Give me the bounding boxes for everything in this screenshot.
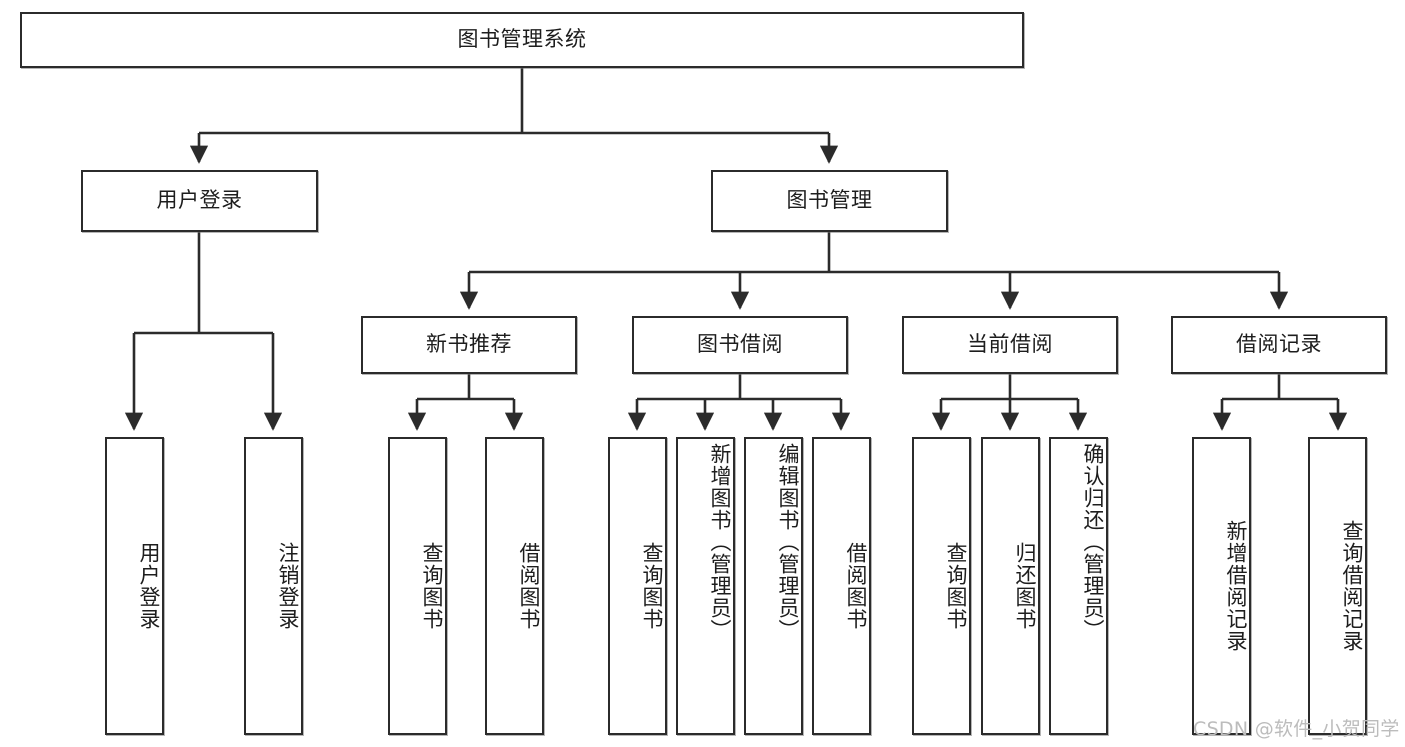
node-leaf-user-login-label: 用户登录 [137, 542, 161, 630]
node-leaf-query-book-3[interactable]: 查询图书 [912, 437, 971, 735]
node-leaf-borrow-book-2-label: 借阅图书 [844, 542, 868, 630]
node-user-login-label: 用户登录 [156, 188, 243, 213]
node-leaf-borrow-book-2[interactable]: 借阅图书 [812, 437, 871, 735]
node-leaf-confirm-return-admin[interactable]: 确认归还（管理员） [1049, 437, 1108, 735]
node-leaf-query-book-1-label: 查询图书 [420, 542, 444, 630]
node-book-management-label: 图书管理 [786, 188, 873, 213]
node-leaf-return-book[interactable]: 归还图书 [981, 437, 1040, 735]
node-leaf-add-borrow-record-label: 新增借阅记录 [1224, 520, 1248, 652]
node-new-book-recommend[interactable]: 新书推荐 [361, 316, 577, 374]
node-leaf-query-borrow-record-label: 查询借阅记录 [1340, 520, 1364, 652]
node-root[interactable]: 图书管理系统 [20, 12, 1024, 68]
node-leaf-add-borrow-record[interactable]: 新增借阅记录 [1192, 437, 1251, 735]
node-leaf-query-book-3-label: 查询图书 [944, 542, 968, 630]
node-leaf-user-login[interactable]: 用户登录 [105, 437, 164, 735]
node-leaf-query-book-1[interactable]: 查询图书 [388, 437, 447, 735]
node-leaf-edit-book-admin[interactable]: 编辑图书（管理员） [744, 437, 803, 735]
node-root-label: 图书管理系统 [457, 27, 587, 52]
node-current-borrow[interactable]: 当前借阅 [902, 316, 1118, 374]
node-leaf-query-book-2[interactable]: 查询图书 [608, 437, 667, 735]
node-new-book-recommend-label: 新书推荐 [426, 332, 512, 357]
node-current-borrow-label: 当前借阅 [967, 332, 1053, 357]
node-book-borrow-label: 图书借阅 [697, 332, 783, 357]
node-leaf-borrow-book-1-label: 借阅图书 [517, 542, 541, 630]
node-leaf-add-book-admin-label: 新增图书（管理员） [708, 443, 732, 641]
node-borrow-record-label: 借阅记录 [1236, 332, 1322, 357]
watermark: CSDN @软件_小贺同学 [1193, 718, 1400, 740]
node-leaf-borrow-book-1[interactable]: 借阅图书 [485, 437, 544, 735]
node-leaf-query-borrow-record[interactable]: 查询借阅记录 [1308, 437, 1367, 735]
node-book-management[interactable]: 图书管理 [711, 170, 948, 232]
node-leaf-logout[interactable]: 注销登录 [244, 437, 303, 735]
node-borrow-record[interactable]: 借阅记录 [1171, 316, 1387, 374]
node-leaf-confirm-return-admin-label: 确认归还（管理员） [1081, 443, 1105, 641]
node-leaf-return-book-label: 归还图书 [1013, 542, 1037, 630]
node-book-borrow[interactable]: 图书借阅 [632, 316, 848, 374]
node-leaf-query-book-2-label: 查询图书 [640, 542, 664, 630]
node-leaf-add-book-admin[interactable]: 新增图书（管理员） [676, 437, 735, 735]
node-leaf-edit-book-admin-label: 编辑图书（管理员） [776, 443, 800, 641]
node-leaf-logout-label: 注销登录 [276, 542, 300, 630]
node-user-login[interactable]: 用户登录 [81, 170, 318, 232]
